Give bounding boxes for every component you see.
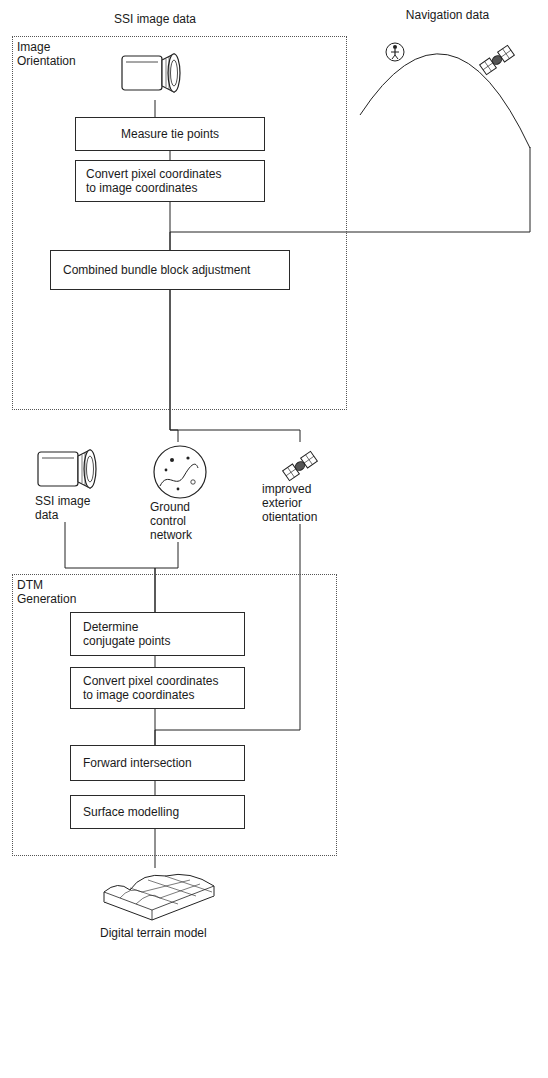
process-box: Combined bundle block adjustment [50,250,290,290]
process-box: Surface modelling [70,795,245,829]
box-label: Forward intersection [83,756,232,770]
process-box: Convert pixel coordinates to image coord… [70,667,245,709]
orientation-source: improved exterior otientation [262,442,342,524]
box-label: Determine conjugate points [83,620,188,648]
box-label: Combined bundle block adjustment [63,263,277,277]
box-label: Measure tie points [86,127,254,141]
icon-caption: Ground control network [150,500,222,542]
gps-receiver-icon [386,43,404,61]
connector-line [155,781,156,795]
connector-line [170,151,171,160]
process-group: Image OrientationMeasure tie pointsConve… [12,36,347,410]
icon-caption: SSI image data [35,494,107,522]
terrain-model-icon [104,874,214,920]
group-heading: DTM Generation [17,578,87,606]
box-label: Surface modelling [83,805,232,819]
camera-source: SSI image data [80,12,230,100]
connector-line [155,656,156,667]
process-box: Convert pixel coordinates to image coord… [75,160,265,202]
orbit-arc [360,54,530,148]
icon-caption: Digital terrain model [100,926,220,940]
connector-line [65,522,155,612]
ground-control-icon [154,446,206,498]
box-label: Convert pixel coordinates to image coord… [83,674,225,702]
navigation-source: Navigation data [350,8,545,147]
satellite-icon [480,45,515,74]
icon-caption: improved exterior otientation [262,482,342,524]
connector-line [170,290,300,442]
connector-line [170,290,178,442]
process-box: Forward intersection [70,745,245,781]
control-network: Ground control network [150,442,222,542]
box-label: Convert pixel coordinates to image coord… [86,167,228,195]
connector-line [155,829,156,868]
icon-caption: Navigation data [350,8,545,22]
camera-icon [38,450,96,488]
camera-source: SSI image data [35,442,107,522]
camera-icon [122,54,180,92]
process-group: DTM GenerationDetermine conjugate points… [12,574,337,856]
process-box: Measure tie points [75,117,265,151]
connector-line [155,100,156,117]
group-heading: Image Orientation [17,40,95,68]
process-box: Determine conjugate points [70,612,245,656]
connector-line [155,542,178,612]
terrain-output: Digital terrain model [100,868,220,940]
icon-caption: SSI image data [80,12,230,26]
satellite-icon [283,451,318,480]
